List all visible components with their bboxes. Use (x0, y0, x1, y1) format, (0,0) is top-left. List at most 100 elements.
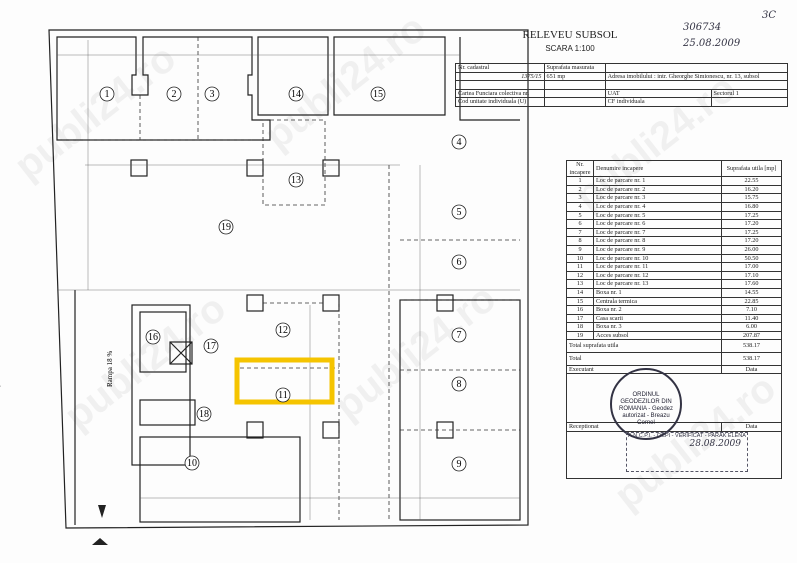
room-marker (370, 86, 386, 102)
room-number-14: 14 (291, 89, 301, 100)
cell-denumire: Casa scarii (593, 313, 722, 324)
room-marker (451, 327, 467, 343)
cell-denumire: Loc de parcare nr. 7 (593, 227, 722, 238)
total-utila-label: Total suprafata utila (566, 339, 722, 354)
verification-date: 28.08.2009 (689, 439, 741, 449)
room-number-9: 9 (457, 459, 462, 470)
cell-suprafata: 15.75 (721, 193, 782, 203)
cell-denumire: Loc de parcare nr. 2 (593, 184, 722, 195)
room-number-15: 15 (373, 89, 383, 100)
room-marker (275, 322, 291, 338)
outer-boundary (48, 29, 529, 529)
scale-label: SCARA 1:100 (545, 44, 595, 53)
cell-denumire: Loc de parcare nr. 12 (593, 270, 722, 281)
cell-denumire: Boxa nr. 3 (593, 322, 722, 332)
cell-suprafata: 17.20 (721, 236, 782, 246)
cell-nr: 19 (566, 330, 594, 341)
room-marker (451, 376, 467, 392)
cell-suprafata: 14.55 (721, 287, 782, 298)
cell-suprafata: 22.85 (721, 296, 782, 307)
nr-cadastral-label: Nr. cadastral (455, 63, 545, 73)
cell-suprafata: 17.00 (721, 262, 782, 272)
room-marker (451, 254, 467, 270)
carte-funciara-label: Cartea Funciara colectiva nr. (455, 88, 545, 99)
cell-denumire: Loc de parcare nr. 9 (593, 244, 722, 255)
rooms-1-3-walls (56, 36, 271, 141)
room-number-11: 11 (278, 390, 288, 401)
room-15-walls (333, 36, 446, 116)
uat-value: Sectorul 1 (710, 88, 789, 99)
cell-denumire: Loc de parcare nr. 8 (593, 236, 722, 246)
room-marker (196, 406, 212, 422)
cell-denumire: Loc de parcare nr. 11 (593, 262, 722, 272)
cell-nr: 10 (566, 253, 594, 264)
header-denumire: Denumire incapere (593, 159, 722, 178)
cell-nr: 3 (566, 193, 594, 203)
room-number-12: 12 (278, 325, 288, 336)
room-marker (204, 86, 220, 102)
room-marker (203, 338, 219, 354)
room-marker (166, 86, 182, 102)
cell-suprafata: 17.60 (721, 279, 782, 289)
room-14-walls (257, 36, 329, 116)
room-number-17: 17 (206, 341, 216, 352)
room-marker (275, 387, 291, 403)
room-number-19: 19 (221, 222, 231, 233)
surveyor-stamp: ORDINUL GEODEZILOR DIN ROMANIA - Geodez … (610, 368, 682, 440)
cf-label: CF individuala (604, 97, 712, 107)
cell-nr: 6 (566, 219, 594, 229)
room-marker (288, 86, 304, 102)
suprafata-value: 651 mp (543, 71, 606, 82)
rooms-table: Nr. incapere Denumire incapere Suprafata… (566, 159, 782, 479)
cell-denumire: Loc de parcare nr. 4 (593, 201, 722, 212)
room-number-5: 5 (457, 207, 462, 218)
cell-suprafata: 16.80 (721, 201, 782, 212)
room-marker (451, 204, 467, 220)
room-marker (99, 86, 115, 102)
room-number-3: 3 (210, 89, 215, 100)
room-10-walls (139, 436, 301, 523)
room-marker (288, 172, 304, 188)
room-number-13: 13 (291, 175, 301, 186)
total-value: 538.17 (721, 352, 782, 366)
cell-nr: 1 (566, 176, 594, 186)
cell-suprafata: 17.20 (721, 219, 782, 229)
cell-nr: 15 (566, 296, 594, 307)
cell-denumire: Loc de parcare nr. 13 (593, 279, 722, 289)
cell-nr: 16 (566, 305, 594, 315)
cell-denumire: Loc de parcare nr. 1 (593, 176, 722, 186)
room-number-10: 10 (187, 458, 197, 469)
total-label: Total (566, 352, 722, 366)
ramp-arrow-icon (98, 505, 106, 518)
cell-nr: 12 (566, 270, 594, 281)
room-marker (218, 219, 234, 235)
cell-nr: 2 (566, 184, 594, 195)
room-number-2: 2 (172, 89, 177, 100)
header-nr: Nr. incapere (566, 159, 594, 178)
cell-denumire: Loc de parcare nr. 6 (593, 219, 722, 229)
receptionat-data-label: Data (721, 422, 782, 432)
cod-label: Cod unitate individuala (U) (455, 97, 545, 107)
cell-suprafata: 17.25 (721, 210, 782, 221)
cell-denumire: Acces subsol (593, 330, 722, 341)
uat-label: UAT (604, 88, 712, 99)
cell-nr: 13 (566, 279, 594, 289)
cell-nr: 17 (566, 313, 594, 324)
suprafata-label: Suprafata masurata (543, 63, 606, 73)
room-number-1: 1 (105, 89, 110, 100)
cell-nr: 9 (566, 244, 594, 255)
